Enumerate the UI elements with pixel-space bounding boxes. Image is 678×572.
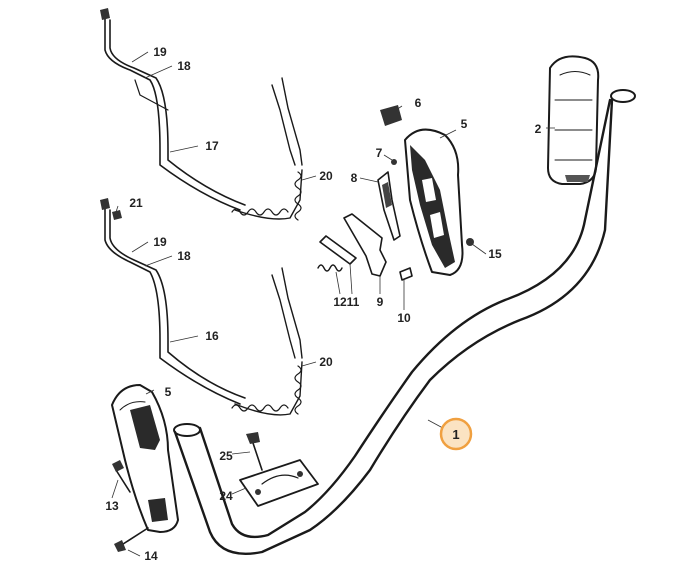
callout-9[interactable]: 9 [377,295,384,309]
callout-7[interactable]: 7 [376,146,383,160]
callout-16[interactable]: 16 [205,329,219,343]
callout-14[interactable]: 14 [144,549,158,563]
part-24-clamp [239,459,319,507]
callout-2[interactable]: 2 [535,122,542,136]
callout-1[interactable]: 1 [452,427,459,442]
callout-18-upper[interactable]: 18 [177,59,191,73]
handlebar-tube [173,89,636,555]
callout-24[interactable]: 24 [219,489,233,503]
handle-housing-lower [111,384,179,533]
grip-2 [547,55,600,185]
part-11-lever [319,235,357,265]
callout-19-upper[interactable]: 19 [153,45,167,59]
part-21-screw [112,210,122,220]
part-6 [380,105,402,126]
callout-13[interactable]: 13 [105,499,119,513]
handle-housing-upper [404,128,464,276]
callout-17[interactable]: 17 [205,139,219,153]
callout-20-lower[interactable]: 20 [319,355,333,369]
wire-harness-lower [100,198,303,416]
callout-8[interactable]: 8 [351,171,358,185]
part-12-spring [317,264,343,272]
part-8-trigger [377,171,401,241]
callout-5-upper[interactable]: 5 [461,117,468,131]
callout-20-upper[interactable]: 20 [319,169,333,183]
part-14-screw [114,527,149,552]
callout-18-lower[interactable]: 18 [177,249,191,263]
callout-11[interactable]: 11 [347,295,360,309]
callout-labels: 1 2 5 5 6 7 8 9 10 11 12 13 14 15 16 17 … [105,45,541,563]
callout-25[interactable]: 25 [219,449,233,463]
callout-15[interactable]: 15 [488,247,502,261]
wire-harness-upper [100,8,303,221]
part-13-screw [112,460,131,493]
part-7-pin [391,159,397,165]
part-10-pin [399,267,413,281]
callout-21[interactable]: 21 [129,196,143,210]
callout-10[interactable]: 10 [397,311,411,325]
callout-19-lower[interactable]: 19 [153,235,167,249]
callout-12[interactable]: 12 [333,295,347,309]
highlight-circle[interactable] [439,417,473,451]
part-25-screw [246,432,263,471]
callout-6[interactable]: 6 [415,96,422,110]
callout-5-lower[interactable]: 5 [165,385,172,399]
part-9-lever [343,213,387,277]
